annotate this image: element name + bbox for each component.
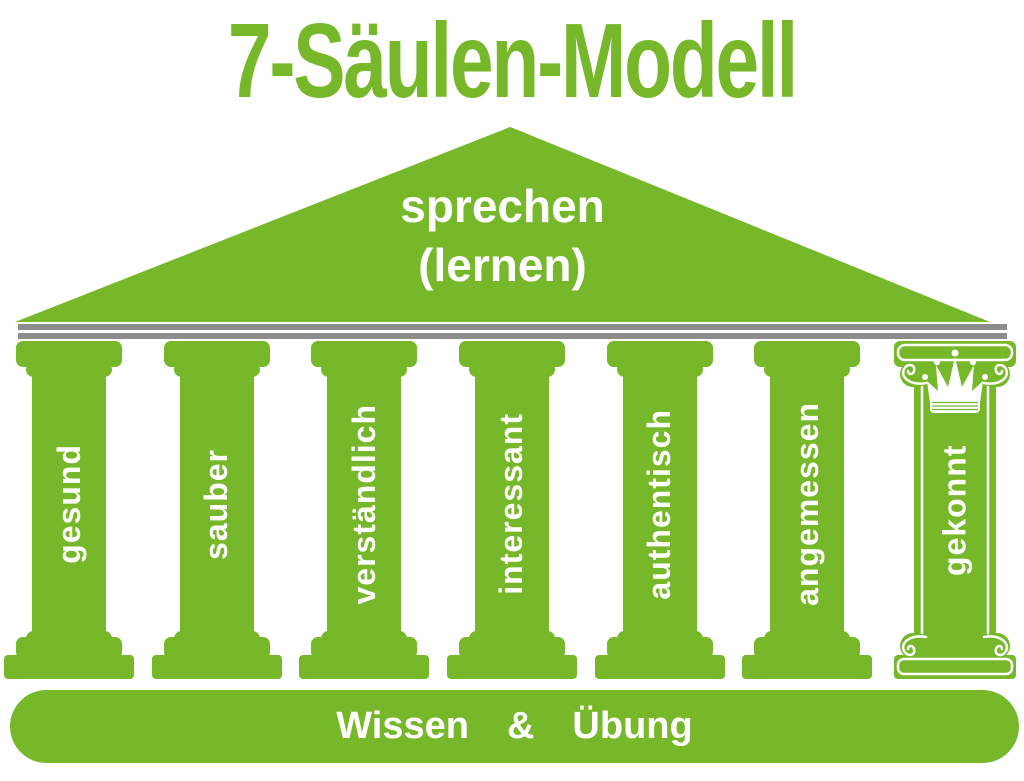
pillar-shaft: interessant xyxy=(474,372,549,636)
pillar-base-step xyxy=(16,637,122,659)
pillar-shaft: sauber xyxy=(179,372,254,636)
pillar-plinth xyxy=(151,655,282,679)
pillar-base-step xyxy=(163,637,270,659)
pillar-label: gesund xyxy=(50,444,87,564)
pillar-base-step xyxy=(311,637,418,659)
pillar-label: angemessen xyxy=(788,402,825,606)
architrave-line-top xyxy=(18,324,1007,330)
ornate-column-graphic xyxy=(893,341,1016,679)
pillar-shaft: authentisch xyxy=(622,372,697,636)
pillar-angemessen: angemessen xyxy=(742,341,873,679)
pillar-label: verständlich xyxy=(345,403,382,605)
pillar-sauber: sauber xyxy=(151,341,282,679)
pillar-label: gekonnt xyxy=(936,444,973,576)
foundation-bar: Wissen & Übung xyxy=(10,690,1019,763)
pillar-shaft: gesund xyxy=(32,372,106,636)
pediment-roof: sprechen (lernen) xyxy=(15,127,990,322)
pillar-label: sauber xyxy=(198,448,235,560)
pillar-verstaendlich: verständlich xyxy=(299,341,430,679)
pillar-plinth xyxy=(742,655,873,679)
pillar-shaft: verständlich xyxy=(327,372,402,636)
foundation-word-wissen: Wissen xyxy=(336,705,469,747)
pillar-authentisch: authentisch xyxy=(594,341,725,679)
pillar-gekonnt: gekonnt xyxy=(890,341,1020,679)
architrave-line-bottom xyxy=(18,333,1007,339)
page-title: 7-Säulen-Modell xyxy=(227,2,798,120)
pillar-plinth xyxy=(4,655,134,679)
pillar-base-step xyxy=(458,637,565,659)
crown-icon xyxy=(921,349,988,413)
pillar-interessant: interessant xyxy=(446,341,577,679)
pillar-base-step xyxy=(606,637,713,659)
pediment-line-2: (lernen) xyxy=(418,238,587,291)
foundation-word-uebung: Übung xyxy=(572,705,693,747)
foundation-ampersand: & xyxy=(506,705,535,747)
pillar-label: interessant xyxy=(493,413,530,595)
pillar-shaft: angemessen xyxy=(770,372,845,636)
pillar-base-step xyxy=(754,637,861,659)
pillar-label: authentisch xyxy=(641,408,678,600)
pediment-text: sprechen (lernen) xyxy=(15,177,990,295)
pillar-plinth xyxy=(446,655,577,679)
pillars-row: gesund sauber verständlich xyxy=(4,341,1020,679)
pillar-gesund: gesund xyxy=(4,341,134,679)
pillar-plinth xyxy=(299,655,430,679)
pediment-line-1: sprechen xyxy=(400,180,605,232)
pillar-plinth xyxy=(594,655,725,679)
